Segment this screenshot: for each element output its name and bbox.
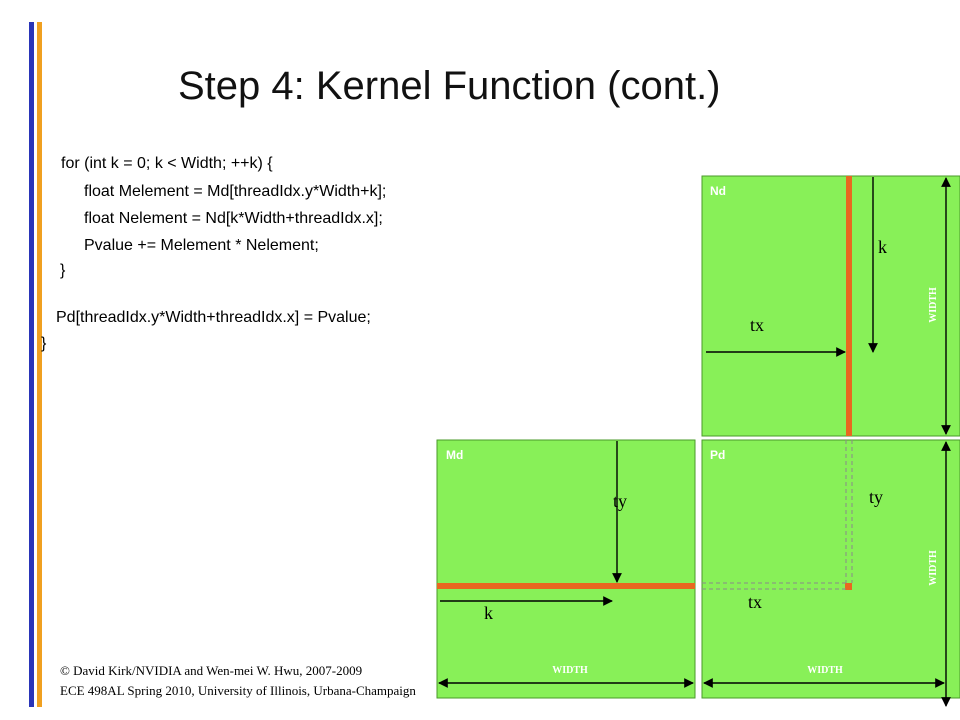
- nd-tx-label: tx: [750, 315, 764, 335]
- left-accent-bar-blue: [29, 22, 34, 707]
- pd-width-side-label: WIDTH: [928, 550, 939, 586]
- md-k-label: k: [484, 603, 493, 623]
- pd-ty-label: ty: [869, 487, 883, 507]
- code-line-for: for (int k = 0; k < Width; ++k) {: [61, 155, 273, 172]
- md-row-highlight: [437, 583, 695, 589]
- nd-width-label: WIDTH: [928, 287, 939, 323]
- nd-label: Nd: [710, 184, 726, 198]
- code-line-pd-assign: Pd[threadIdx.y*Width+threadIdx.x] = Pval…: [56, 309, 371, 326]
- left-accent-bar-orange: [37, 22, 42, 707]
- slide-title: Step 4: Kernel Function (cont.): [178, 64, 721, 108]
- md-width-label: WIDTH: [552, 665, 588, 676]
- code-line-close-function: }: [41, 335, 47, 352]
- nd-column-highlight: [846, 176, 852, 436]
- pd-label: Pd: [710, 448, 725, 462]
- code-line-nelement: float Nelement = Nd[k*Width+threadIdx.x]…: [84, 210, 383, 227]
- matrix-nd: [701, 175, 960, 437]
- matrix-md: [436, 439, 696, 699]
- pd-element-highlight: [845, 583, 852, 590]
- course-line: ECE 498AL Spring 2010, University of Ill…: [60, 683, 416, 698]
- matrix-pd: [701, 439, 960, 699]
- md-label: Md: [446, 448, 463, 462]
- code-line-melement: float Melement = Md[threadIdx.y*Width+k]…: [84, 183, 387, 200]
- pd-width-bottom-label: WIDTH: [807, 665, 843, 676]
- code-line-pvalue: Pvalue += Melement * Nelement;: [84, 237, 319, 254]
- copyright-line: © David Kirk/NVIDIA and Wen-mei W. Hwu, …: [60, 663, 363, 678]
- nd-k-label: k: [878, 237, 887, 257]
- code-line-close-loop: }: [60, 262, 66, 279]
- pd-tx-label: tx: [748, 592, 762, 612]
- md-ty-label: ty: [613, 491, 627, 511]
